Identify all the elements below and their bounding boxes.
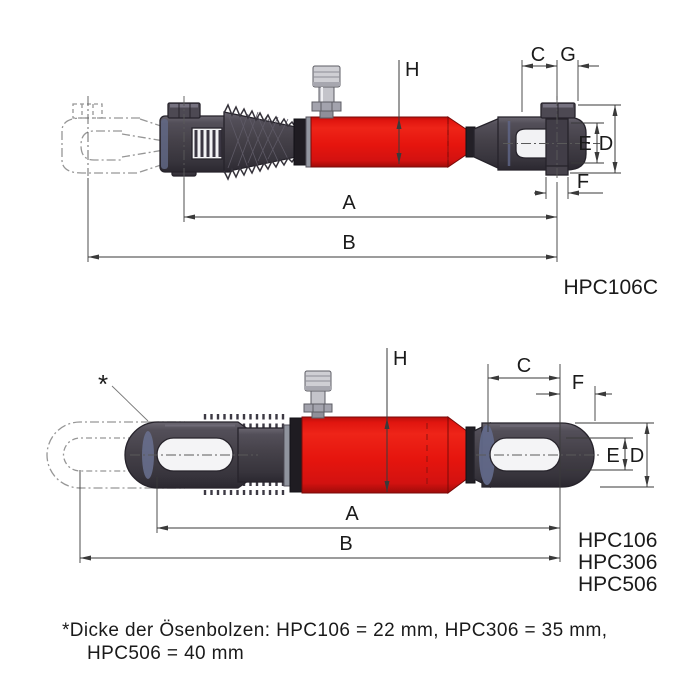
dim-label-C: C xyxy=(517,355,531,377)
dimension-B: B xyxy=(87,178,557,262)
dimension-E-D: E D xyxy=(570,104,621,174)
dimension-C: C xyxy=(487,355,561,562)
model-label-top: HPC106C xyxy=(563,276,658,299)
model-label-hpc506: HPC506 xyxy=(578,573,657,596)
dimension-A: A xyxy=(156,477,560,533)
coupler-base xyxy=(311,411,325,419)
dashed-nut xyxy=(72,103,103,119)
extended-clevis-outline xyxy=(61,96,165,176)
dim-label-D: D xyxy=(630,445,644,467)
top-diagram: H C G E D F xyxy=(61,44,658,299)
coupler-collar xyxy=(303,403,333,413)
dim-label-G: G xyxy=(560,44,576,66)
rear-eye xyxy=(476,422,600,488)
bottom-diagram: * H C F E D xyxy=(46,348,657,596)
hydraulic-coupler xyxy=(303,370,333,419)
dimension-A: A xyxy=(183,178,558,262)
coupler-collar xyxy=(311,101,342,112)
spring-coil-bottom xyxy=(223,155,297,181)
model-labels-bottom: HPC106 HPC306 HPC506 xyxy=(578,529,657,596)
hydraulic-coupler xyxy=(311,65,342,119)
dimension-H: H xyxy=(396,59,419,164)
dim-label-C: C xyxy=(531,44,545,66)
dim-label-A: A xyxy=(342,192,356,214)
model-label-hpc306: HPC306 xyxy=(578,551,657,574)
dim-label-B: B xyxy=(342,232,355,254)
asterisk-marker: * xyxy=(98,369,108,399)
coupler-stem xyxy=(310,390,326,406)
dimension-H: H xyxy=(384,348,407,492)
spring-coil-top xyxy=(223,103,297,129)
dimension-B: B xyxy=(79,470,560,563)
footnote: *Dicke der Ösenbolzen: HPC106 = 22 mm, H… xyxy=(62,620,607,664)
spring-bellows xyxy=(223,103,297,181)
dim-label-A: A xyxy=(345,503,359,525)
red-cylinder-tube xyxy=(310,116,449,168)
red-taper xyxy=(447,116,469,168)
dimension-F: F xyxy=(534,171,603,199)
dim-label-H: H xyxy=(393,348,407,370)
blue-accent xyxy=(479,425,495,485)
clevis-slot xyxy=(515,128,548,159)
dim-label-F: F xyxy=(572,372,584,394)
dim-label-E: E xyxy=(578,133,591,155)
footnote-line1: *Dicke der Ösenbolzen: HPC106 = 22 mm, H… xyxy=(62,620,607,641)
dimension-E-D: E D xyxy=(566,422,654,488)
model-label-hpc106: HPC106 xyxy=(578,529,657,552)
cylinder-body xyxy=(293,116,501,171)
dim-label-E: E xyxy=(606,445,619,467)
dimension-C-G: C G xyxy=(521,44,599,112)
asterisk-callout: * xyxy=(98,369,149,422)
front-clevis xyxy=(159,96,235,178)
dimension-F: F xyxy=(536,372,612,421)
dim-label-H: H xyxy=(405,59,419,81)
dim-label-D: D xyxy=(599,133,613,155)
footnote-line2: HPC506 = 40 mm xyxy=(87,643,244,664)
flange-ring xyxy=(289,417,303,493)
neck-cone xyxy=(473,117,501,171)
eye-hole xyxy=(156,437,234,472)
flange-ring xyxy=(293,118,307,166)
front-eye xyxy=(124,421,285,489)
red-taper xyxy=(447,416,469,494)
rear-clevis xyxy=(497,96,600,180)
eye-hole xyxy=(489,437,561,472)
dim-label-F: F xyxy=(577,171,589,193)
dim-label-B: B xyxy=(339,533,352,555)
red-cylinder-tube xyxy=(301,416,449,494)
blue-accent xyxy=(161,119,168,169)
coupler-base xyxy=(319,110,334,119)
